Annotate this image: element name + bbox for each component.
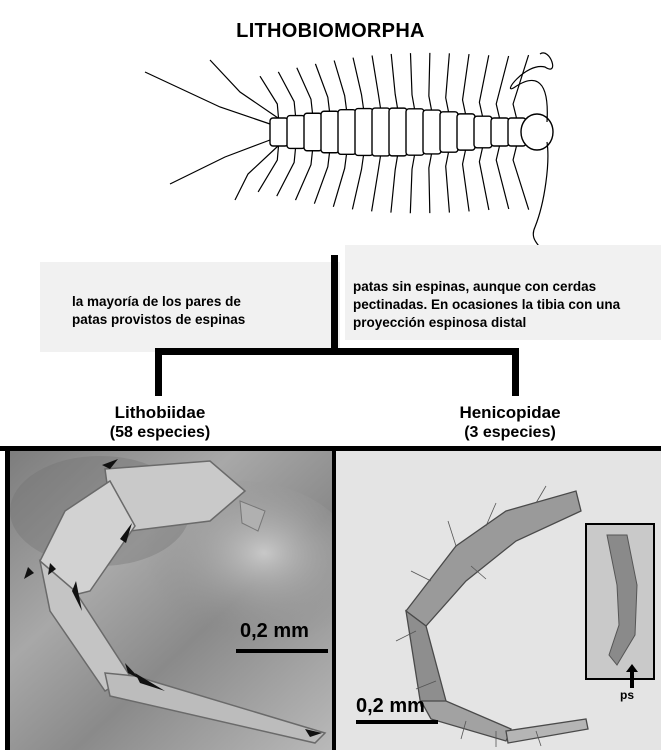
body-segment [457,114,475,150]
body-segment [338,110,356,155]
leg [479,148,489,210]
leg [315,64,329,111]
family-lithobiidae: Lithobiidae (58 especies) [60,403,260,443]
arrow-up-icon [622,664,642,688]
leg [446,53,450,111]
body-segment [474,116,492,148]
posterior-leg [235,146,278,200]
leg [463,54,469,114]
leg [372,156,381,211]
leg [410,53,414,109]
body-segment [423,110,441,154]
leg [277,148,296,196]
leg [410,155,414,213]
body-segment [355,109,373,156]
leg [258,146,278,192]
leg [479,55,488,116]
inset-label: ps [622,664,642,702]
leg [334,60,346,109]
leg [429,53,432,110]
leg [513,146,529,210]
body-segment [287,116,305,149]
leg [372,55,380,108]
dichotomous-tree [0,255,661,400]
page-title: LITHOBIOMORPHA [0,20,661,43]
body-segment [440,112,458,152]
body-segment [270,118,288,146]
body-segment [389,108,407,156]
body-segment [304,113,322,150]
tree-right-drop [512,348,519,396]
body-segment [491,118,509,146]
species-count: (58 especies) [60,423,260,443]
lithobiidae-leg-photo [10,451,332,750]
family-henicopidae: Henicopidae (3 especies) [410,403,610,443]
head [521,114,553,150]
leg [296,151,313,200]
antenna [510,53,552,122]
leg [278,72,295,116]
leg [391,156,398,213]
leg [352,155,363,209]
left-scale-bar [236,649,328,653]
leg [391,54,397,108]
posterior-leg [170,140,270,184]
ps-label-text: ps [620,688,642,702]
leg [333,154,346,206]
inset-photo [585,523,655,680]
left-scale-label: 0,2 mm [240,620,309,642]
tree-left-drop [155,348,162,396]
family-name: Lithobiidae [60,403,260,423]
leg [496,56,508,118]
body-segment [372,108,390,156]
body-segment [406,109,424,155]
leg [353,58,363,109]
family-name: Henicopidae [410,403,610,423]
body-segment [321,111,339,152]
leg [314,153,329,204]
species-count: (3 especies) [410,423,610,443]
tree-trunk [331,255,338,351]
right-scale-bar [356,720,438,724]
antenna [533,142,548,252]
posterior-leg [145,72,270,124]
leg [429,154,432,213]
leg [297,68,313,114]
tree-crossbar [155,348,519,355]
leg [446,152,450,212]
right-scale-label: 0,2 mm [356,695,425,717]
leg [496,146,509,209]
leg [463,150,470,211]
centipede-illustration [130,52,570,252]
